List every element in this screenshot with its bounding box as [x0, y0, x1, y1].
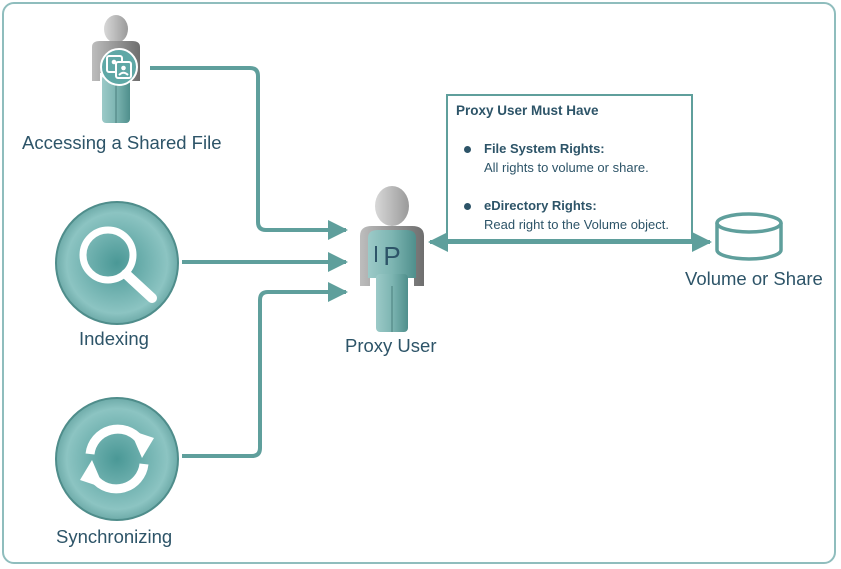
user-with-shared-file-icon	[92, 15, 140, 123]
indexing-label: Indexing	[79, 328, 149, 349]
bullet-icon	[464, 146, 471, 153]
database-cylinder-icon	[715, 212, 783, 261]
file-system-rights-heading: File System Rights:	[484, 141, 605, 156]
accessing-label: Accessing a Shared File	[22, 132, 222, 153]
proxy-badge: P	[383, 241, 400, 271]
sync-arrows-icon	[55, 397, 179, 521]
requirements-callout: Proxy User Must Have File System Rights:…	[446, 94, 693, 241]
callout-title: Proxy User Must Have	[456, 103, 599, 118]
synchronizing-label: Synchronizing	[56, 526, 173, 547]
connector-accessing-to-proxy	[150, 66, 348, 240]
bullet-icon	[464, 203, 471, 210]
connector-sync-to-proxy	[182, 282, 348, 458]
edirectory-rights-detail: Read right to the Volume object.	[484, 217, 670, 232]
edirectory-rights-heading: eDirectory Rights:	[484, 198, 597, 213]
proxy-user-label: Proxy User	[345, 335, 437, 356]
magnifier-icon	[55, 201, 179, 325]
proxy-user-icon: P	[360, 186, 424, 332]
file-system-rights-detail: All rights to volume or share.	[484, 160, 649, 175]
volume-label: Volume or Share	[685, 268, 823, 289]
